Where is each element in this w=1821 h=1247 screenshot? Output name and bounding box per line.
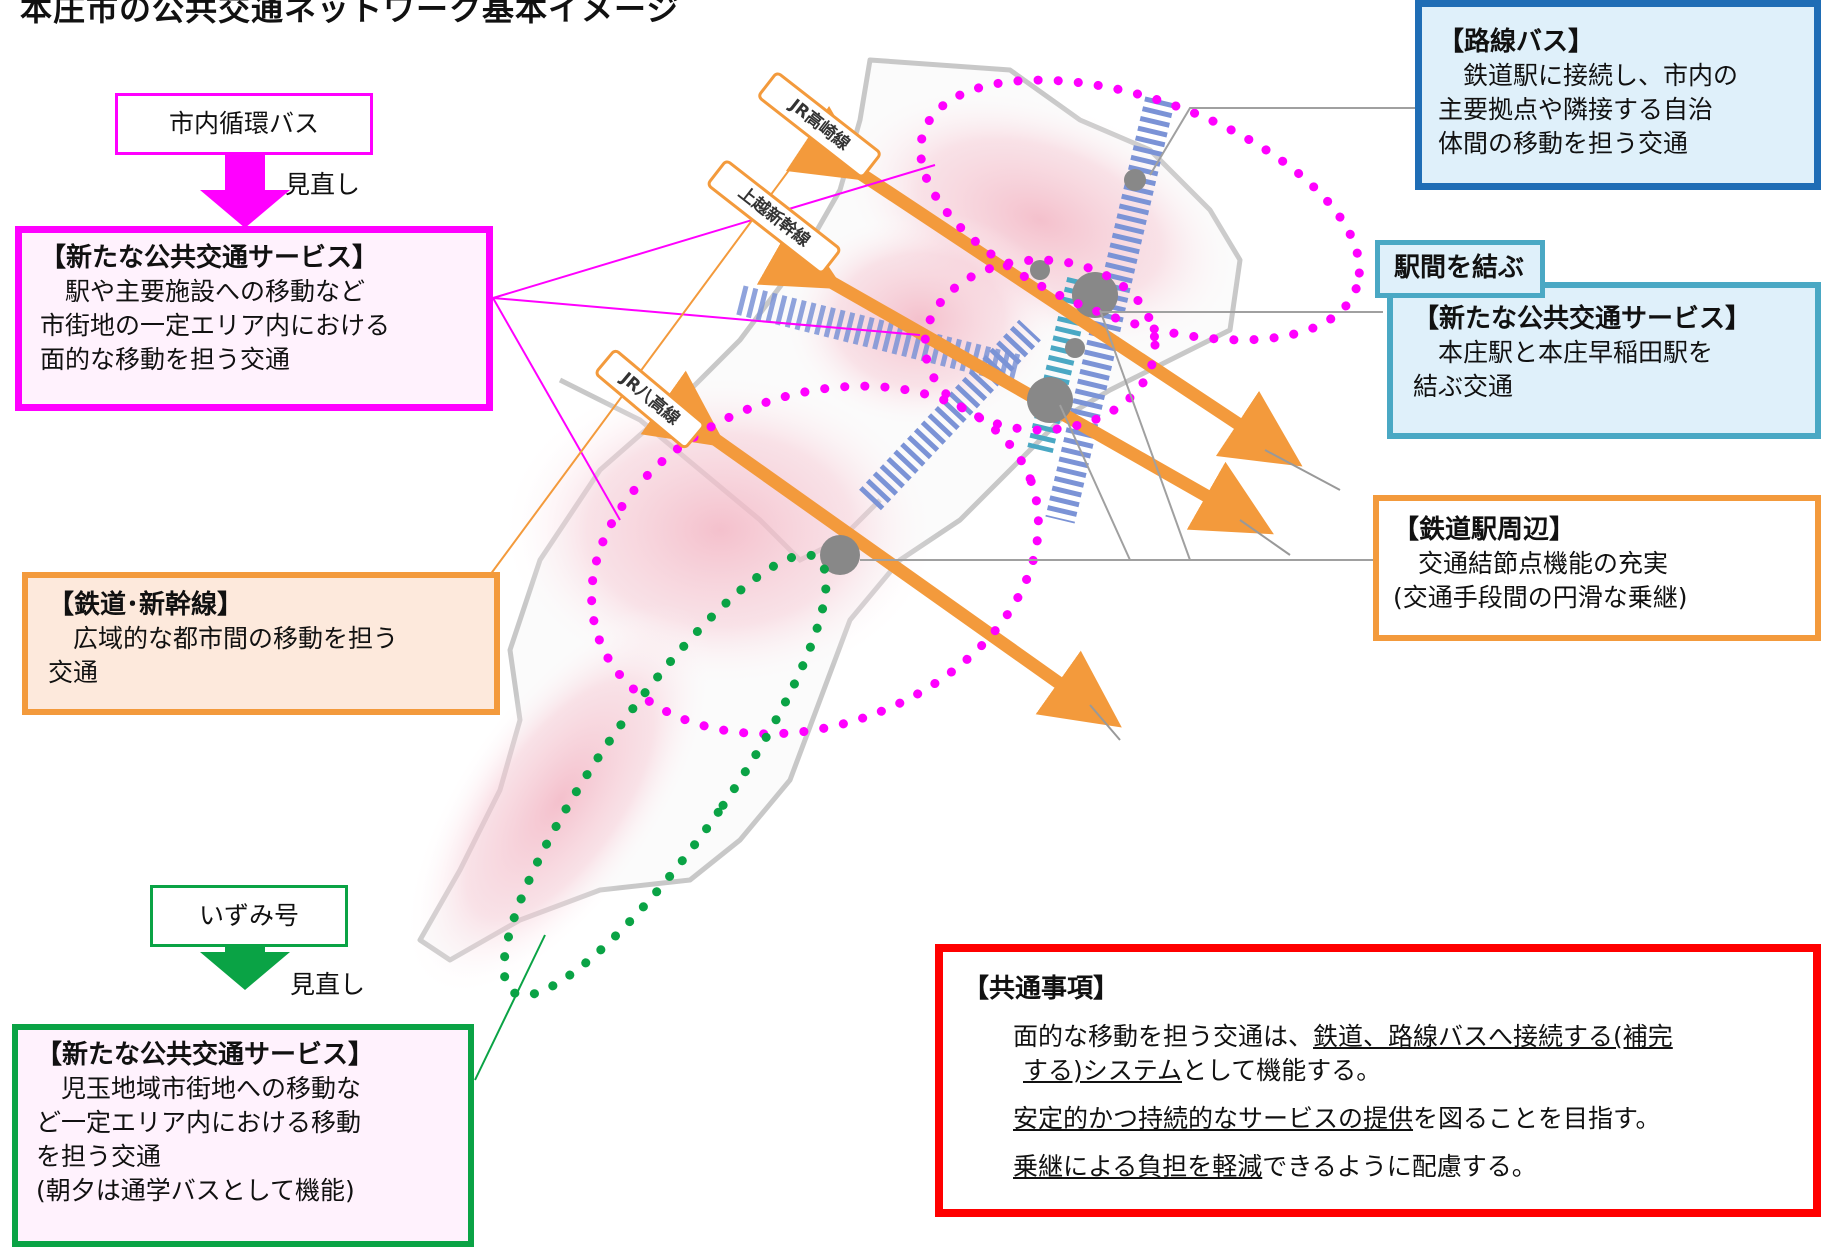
green-down-arrow	[200, 917, 290, 990]
route-bus-box: 【路線バス】 鉄道駅に接続し、市内の 主要拠点や隣接する自治 体間の移動を担う交…	[1415, 0, 1821, 190]
area-north	[916, 75, 1364, 345]
leader-green	[474, 934, 546, 1081]
station-minor-1	[1124, 169, 1146, 191]
leader-magenta-2	[492, 297, 921, 336]
area-center	[920, 255, 1160, 435]
box-body: 駅や主要施設への移動など 市街地の一定エリア内における 面的な移動を担う交通	[40, 277, 391, 374]
old-service-izumi: いずみ号	[150, 885, 348, 947]
box-body: 本庄駅と本庄早稲田駅を 結ぶ交通	[1413, 338, 1714, 401]
station-minor-2	[1030, 260, 1050, 280]
area-kodama	[587, 381, 1043, 739]
new-service-kodama-box: 【新たな公共交通サービス】 児玉地域市街地への移動な ど一定エリア内における移動…	[12, 1024, 474, 1247]
glow-kodama	[500, 370, 940, 690]
station-honjo-waseda	[1027, 377, 1073, 423]
old-service-loop-bus: 市内循環バス	[115, 93, 373, 155]
box-header: 【新たな公共交通サービス】	[1413, 304, 1752, 334]
box-body: 児玉地域市街地への移動な ど一定エリア内における移動 を担う交通 (朝夕は通学バ…	[36, 1074, 362, 1205]
station-link-box: 【新たな公共交通サービス】 本庄駅と本庄早稲田駅を 結ぶ交通	[1387, 282, 1821, 439]
box-header: 【鉄道駅周辺】	[1393, 515, 1576, 545]
box-header: 【路線バス】	[1438, 27, 1595, 57]
stations	[820, 169, 1146, 575]
page-title: 本庄市の公共交通ネットワーク基本イメージ	[20, 0, 680, 28]
station-kodama	[820, 535, 860, 575]
leader-magenta-3	[492, 297, 621, 521]
box-header: 【新たな公共交通サービス】	[36, 1040, 375, 1070]
box-header: 【鉄道･新幹線】	[48, 590, 244, 620]
common-notes-box: 【共通事項】 面的な移動を担う交通は、鉄道、路線バスへ接続する(補完 する)シス…	[935, 944, 1821, 1217]
station-area-box: 【鉄道駅周辺】 交通結節点機能の充実 (交通手段間の円滑な乗継)	[1373, 495, 1821, 641]
area-south	[499, 550, 831, 1000]
old-service-label: いずみ号	[198, 901, 299, 930]
new-service-city-box: 【新たな公共交通サービス】 駅や主要施設への移動など 市街地の一定エリア内におけ…	[15, 226, 493, 411]
note-1: 面的な移動を担う交通は、鉄道、路線バスへ接続する(補完 する)システムとして機能…	[1013, 1022, 1673, 1085]
railway-box: 【鉄道･新幹線】 広域的な都市間の移動を担う 交通	[22, 572, 500, 715]
box-body: 交通結節点機能の充実 (交通手段間の円滑な乗継)	[1393, 549, 1688, 612]
tab-label: 駅間を結ぶ	[1394, 253, 1525, 283]
leader-bus	[1149, 107, 1420, 176]
box-body: 広域的な都市間の移動を担う 交通	[48, 624, 399, 687]
leader-magenta-1	[492, 164, 936, 299]
glow-south	[404, 603, 716, 997]
box-header: 【共通事項】	[963, 974, 1120, 1004]
rail-hachiko	[640, 370, 1122, 728]
review-label: 見直し	[285, 170, 361, 199]
box-header: 【新たな公共交通サービス】	[40, 243, 379, 273]
magenta-down-arrow	[200, 155, 290, 228]
box-body: 鉄道駅に接続し、市内の 主要拠点や隣接する自治 体間の移動を担う交通	[1438, 61, 1739, 158]
rail-lines	[640, 105, 1303, 728]
review-label: 見直し	[290, 970, 366, 999]
station-honjo	[1072, 272, 1118, 318]
station-link-tab: 駅間を結ぶ	[1375, 240, 1545, 298]
station-minor-3	[1065, 338, 1085, 358]
note-3: 乗継による負担を軽減できるように配慮する。	[1013, 1152, 1537, 1181]
note-2: 安定的かつ持続的なサービスの提供を図ることを目指す。	[1013, 1104, 1661, 1133]
old-service-label: 市内循環バス	[168, 109, 319, 138]
